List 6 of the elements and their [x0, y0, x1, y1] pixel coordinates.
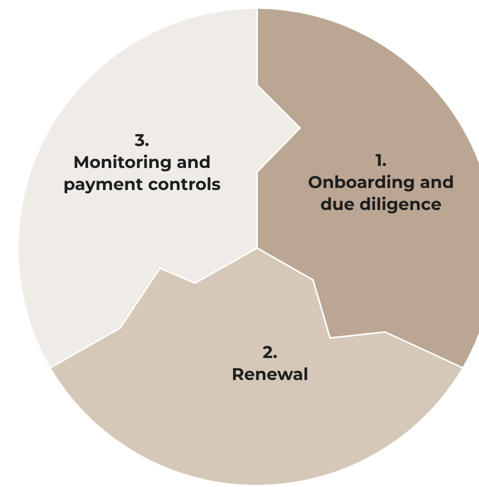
- step-title: Renewal: [230, 364, 310, 386]
- step-title: Onboarding and due diligence: [307, 172, 455, 216]
- step-title: Monitoring and payment controls: [62, 152, 222, 196]
- step-number: 1.: [374, 150, 388, 172]
- step-number: 3.: [134, 130, 150, 152]
- step-number: 2.: [262, 342, 278, 364]
